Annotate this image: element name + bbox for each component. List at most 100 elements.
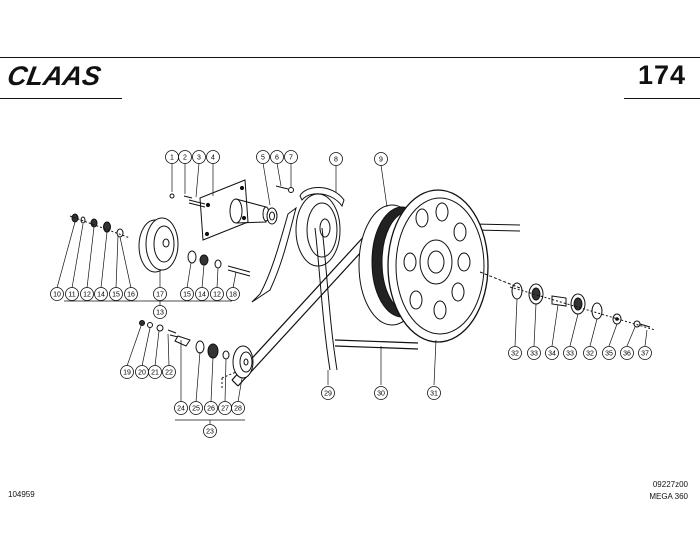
callout-label: 25 (192, 406, 200, 413)
callout-bubble (195, 287, 209, 301)
callout-label: 6 (275, 155, 279, 162)
callout-bubble (109, 287, 123, 301)
callout-label: 31 (430, 391, 438, 398)
callout-bubble (178, 150, 192, 164)
callout-label: 21 (151, 370, 159, 377)
callout-label: 19 (123, 370, 131, 377)
callout-bubble (162, 365, 176, 379)
callout-label: 1 (170, 155, 174, 162)
callout-bubble (204, 401, 218, 415)
callout-label: 15 (112, 292, 120, 299)
brand-text: CLAAS (8, 63, 103, 89)
callout-bubble (148, 365, 162, 379)
callout-bubble (124, 287, 138, 301)
header-bottom-rule-right (624, 98, 700, 99)
callout-label: 33 (530, 351, 538, 358)
callout-label: 24 (177, 406, 185, 413)
page-number: 174 (637, 60, 686, 90)
callout-label: 13 (156, 310, 164, 317)
callout-bubble (192, 150, 206, 164)
callout-bubble (527, 346, 541, 360)
callout-bubble (602, 346, 616, 360)
callout-label: 8 (334, 157, 338, 164)
left-pulley-17 (69, 213, 251, 277)
right-bearing-stack (509, 282, 656, 331)
callout-label: 28 (234, 406, 242, 413)
callout-bubble (80, 287, 94, 301)
callout-label: 16 (127, 292, 135, 299)
callout-label: 5 (261, 155, 265, 162)
callout-label: 32 (511, 351, 519, 358)
callout-bubble (321, 386, 335, 400)
v-belt-29-b (314, 227, 338, 371)
callout-bubble (226, 287, 240, 301)
callout-label: 14 (198, 292, 206, 299)
callout-bubble (427, 386, 441, 400)
callout-bubble (284, 150, 298, 164)
machine-model: MEGA 360 (649, 492, 688, 501)
callout-label: 22 (165, 370, 173, 377)
callout-label: 26 (207, 406, 215, 413)
header-top-rule (0, 57, 700, 58)
callout-bubble (638, 346, 652, 360)
callout-bubble (174, 401, 188, 415)
small-idler-group (139, 320, 254, 388)
callout-label: 12 (213, 292, 221, 299)
document-code: 09227z00 (652, 480, 688, 489)
callout-bubble (270, 150, 284, 164)
callout-label: 37 (641, 351, 649, 358)
callout-label: 23 (206, 429, 214, 436)
callout-bubble (374, 152, 388, 166)
callout-label: 30 (377, 391, 385, 398)
callout-label: 3 (197, 155, 201, 162)
callout-label: 2 (183, 155, 187, 162)
header-bottom-rule-left (0, 98, 122, 99)
callout-bubble (329, 152, 343, 166)
callout-bubble (120, 365, 134, 379)
v-belt-30 (334, 339, 419, 350)
callout-label: 18 (229, 292, 237, 299)
callout-label: 17 (156, 292, 164, 299)
callout-label: 9 (379, 157, 383, 164)
callout-bubble (203, 424, 217, 438)
callout-bubble (231, 401, 245, 415)
drawing-number: 104959 (8, 490, 35, 499)
callout-bubble (153, 305, 167, 319)
callout-label: 4 (211, 155, 215, 162)
callout-label: 34 (548, 351, 556, 358)
callout-bubble (180, 287, 194, 301)
callout-label: 36 (623, 351, 631, 358)
callout-label: 15 (183, 292, 191, 299)
callout-label: 29 (324, 391, 332, 398)
callout-bubble (508, 346, 522, 360)
callout-bubble (583, 346, 597, 360)
callout-label: 27 (221, 406, 229, 413)
leader-lines (56, 162, 648, 424)
callout-label: 20 (138, 370, 146, 377)
callout-label: 33 (566, 351, 574, 358)
callout-label: 11 (68, 292, 75, 299)
callout-bubble (256, 150, 270, 164)
callout-label: 10 (53, 292, 61, 299)
callout-bubble (94, 287, 108, 301)
callout-bubble (65, 287, 79, 301)
callout-bubble (189, 401, 203, 415)
callout-label: 7 (289, 155, 293, 162)
callout-label: 14 (97, 292, 105, 299)
claas-logo: CLAAS (8, 63, 103, 89)
callout-bubble (50, 287, 64, 301)
callout-bubble (210, 287, 224, 301)
callout-bubble (374, 386, 388, 400)
callout-label: 32 (586, 351, 594, 358)
callout-bubble (153, 287, 167, 301)
callout-bubble (563, 346, 577, 360)
callout-label: 35 (605, 351, 613, 358)
callout-label: 12 (83, 292, 91, 299)
main-pulley-31 (358, 189, 489, 343)
idler-pulley-8 (251, 187, 345, 303)
bracket-assembly (199, 179, 278, 241)
callout-bubble (545, 346, 559, 360)
